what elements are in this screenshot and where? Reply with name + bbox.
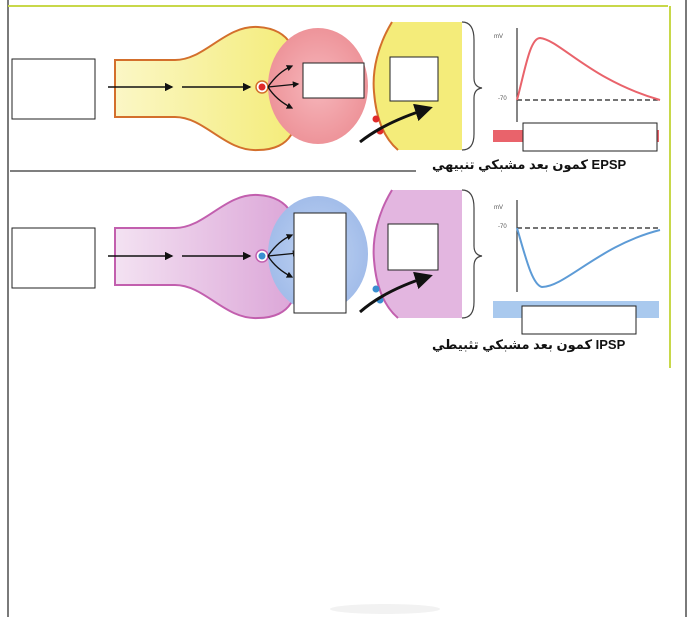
rest-tick-top: -70 [498,96,507,102]
neurotransmitter-vesicle [258,83,266,91]
blank-box-neurotransmitter-inhibitory[interactable] [293,212,347,314]
blank-box-receptor-inhibitory[interactable] [387,223,439,271]
ipsp-label: IPSP كمون بعد مشبكي تثبيطي [432,337,626,352]
mv-axis-label-top: mV [494,34,503,40]
blank-box-presynaptic-inhibitory[interactable] [11,227,96,289]
brace [461,21,483,151]
epsp-curve [516,36,661,101]
blank-box-neurotransmitter[interactable] [302,62,365,99]
mv-axis-label-bottom: mV [494,205,503,211]
blank-box-presynaptic[interactable] [11,58,96,120]
rest-tick-bottom: -70 [498,224,507,230]
ipsp-graph [493,200,661,318]
blank-box-receptor[interactable] [389,56,439,102]
scan-smudge [330,604,440,614]
epsp-label: EPSP كمون بعد مشبكي تنبيهي [432,157,627,172]
neurotransmitter-vesicle-inhibitory [258,252,266,260]
brace-inhibitory [461,189,483,319]
blank-box-epsp[interactable] [522,122,658,152]
ipsp-curve [516,227,661,289]
blank-box-ipsp[interactable] [521,305,637,335]
